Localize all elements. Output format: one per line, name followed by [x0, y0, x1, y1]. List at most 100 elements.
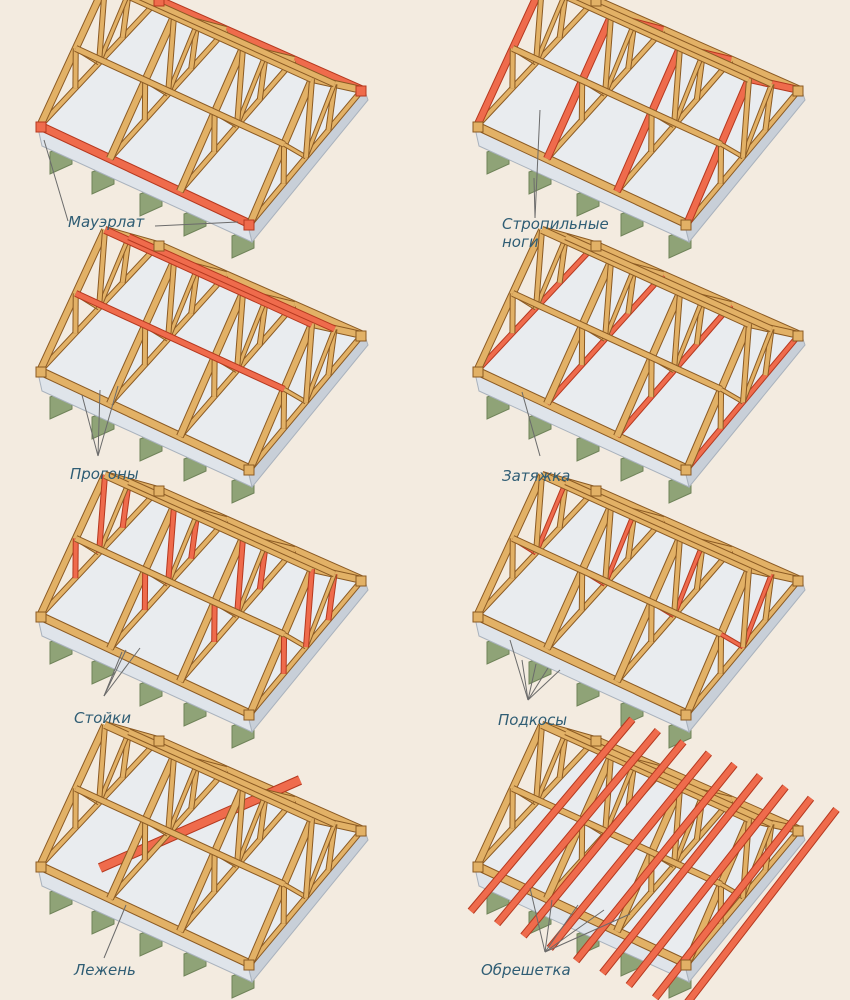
rafter-left — [107, 755, 177, 900]
leader-line — [527, 663, 537, 701]
king-post — [304, 568, 314, 648]
leader-line — [521, 391, 541, 457]
rafter-left — [247, 817, 315, 966]
king-post — [304, 78, 314, 158]
rafter-left — [544, 15, 614, 160]
brace-left — [720, 632, 744, 649]
rafter-left — [177, 291, 246, 438]
brace-left — [283, 387, 307, 404]
purlin-right — [127, 729, 336, 827]
beam-end-block — [243, 709, 255, 721]
panel-braces — [472, 471, 806, 749]
king-post — [672, 787, 682, 866]
leader-line — [97, 385, 119, 457]
purlin-left — [74, 46, 286, 147]
leader-line — [509, 639, 529, 701]
mauerlat-back — [593, 241, 801, 339]
brace-right — [166, 761, 199, 835]
brace-right — [97, 731, 131, 804]
king-post — [166, 16, 176, 95]
purlin-left — [511, 291, 723, 392]
king-post — [672, 292, 682, 371]
king-post — [235, 537, 245, 616]
lathing-batten — [494, 728, 661, 926]
beam-end-block — [355, 85, 367, 97]
rafter-left — [474, 228, 545, 373]
purlin-right — [578, 0, 773, 87]
mauerlat-back — [593, 486, 801, 584]
mauerlat-front — [38, 862, 252, 968]
mauerlat-front — [475, 367, 689, 473]
brace-right — [603, 266, 636, 340]
rafter-left — [614, 46, 683, 193]
brace-right — [235, 792, 268, 867]
king-post — [166, 756, 176, 835]
rafter-left — [247, 567, 315, 716]
brace-right — [235, 297, 268, 372]
brace-right — [304, 328, 336, 403]
king-post — [741, 78, 751, 158]
leader-line — [43, 139, 69, 222]
rafter-left — [544, 505, 614, 650]
beam-end-block — [35, 366, 47, 378]
ridge-purlin — [103, 472, 314, 572]
brace-left — [720, 142, 744, 159]
king-post — [166, 261, 176, 340]
king-post — [97, 0, 106, 64]
rafter-left — [614, 291, 683, 438]
leader-line — [103, 647, 141, 697]
beam-end-block — [680, 464, 692, 476]
leader-line — [81, 394, 99, 457]
purlin-left — [74, 786, 286, 887]
brace-right — [741, 328, 773, 403]
king-post — [534, 0, 543, 64]
brace-right — [166, 266, 199, 340]
panel-rafters — [472, 0, 806, 259]
ridge-purlin — [540, 472, 751, 572]
mauerlat-back — [156, 241, 364, 339]
beam-end-block — [472, 366, 484, 378]
ridge-purlin — [103, 722, 314, 822]
label-line-1: Лежень — [74, 961, 136, 979]
brace-right — [534, 731, 568, 804]
rafter-left — [684, 567, 752, 716]
beam-end-block — [680, 709, 692, 721]
label-line-1: Обрешетка — [481, 961, 571, 979]
post-right — [557, 0, 567, 39]
beam-end-block — [792, 330, 804, 342]
brace-right — [304, 823, 336, 898]
ridge-purlin — [567, 0, 751, 82]
brace-right — [603, 761, 636, 835]
mauerlat-front — [475, 612, 689, 718]
beam-end-block — [680, 219, 692, 231]
king-post — [97, 229, 107, 309]
rafter-left — [107, 260, 177, 405]
leader-line — [529, 887, 546, 953]
beam-end-block — [355, 330, 367, 342]
post-right — [120, 0, 130, 39]
wall-top-slab — [474, 0, 802, 227]
leader-line — [103, 649, 127, 697]
beam-end-block — [590, 485, 602, 497]
rafter-left — [474, 0, 539, 128]
beam-end-block — [35, 611, 47, 623]
brace-right — [304, 573, 336, 648]
king-post — [304, 323, 314, 403]
purlin-left — [74, 291, 286, 392]
leader-line — [97, 389, 101, 457]
beam-end-block — [590, 735, 602, 747]
leader-line — [544, 904, 579, 953]
mauerlat-front — [38, 122, 252, 228]
brace-right — [166, 511, 199, 585]
king-post — [235, 47, 245, 126]
rafter-left — [684, 77, 752, 226]
brace-right — [235, 542, 268, 617]
rafter-left — [614, 786, 683, 933]
brace-left — [283, 142, 307, 159]
panel-posts — [35, 471, 369, 749]
brace-right — [97, 481, 131, 554]
beam-end-block — [792, 825, 804, 837]
beam-end-block — [243, 959, 255, 971]
lathing-batten — [573, 762, 737, 963]
mauerlat-front — [38, 612, 252, 718]
